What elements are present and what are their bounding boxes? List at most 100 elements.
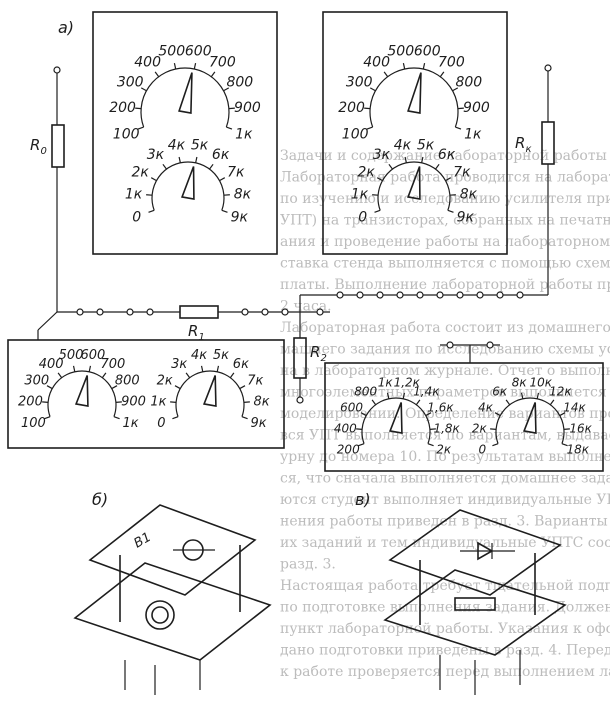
dial-label: 500 bbox=[387, 44, 414, 60]
dial-label: 0 bbox=[132, 210, 141, 226]
terminal bbox=[446, 341, 454, 349]
dial-tick bbox=[536, 392, 540, 399]
dial-label: 0 bbox=[478, 443, 486, 457]
dial-label: 5к bbox=[191, 138, 209, 154]
label-fig-v: в) bbox=[355, 490, 371, 509]
dial-pointer bbox=[74, 375, 89, 407]
dial-tick bbox=[402, 392, 406, 399]
dial-label: 900 bbox=[234, 100, 261, 116]
dial-tick bbox=[200, 365, 204, 372]
background-text-line: по изучению и исследованию усилителя при… bbox=[280, 191, 610, 207]
label-r1: R1 bbox=[188, 322, 205, 343]
dial-label: 6к bbox=[438, 147, 456, 163]
dial-tick bbox=[561, 443, 568, 447]
dial-label: 5к bbox=[417, 138, 435, 154]
dial-pointer bbox=[407, 166, 421, 200]
dial-label: 200 bbox=[337, 443, 360, 457]
terminal bbox=[76, 308, 84, 316]
dial-tick bbox=[178, 156, 181, 163]
dial-tick bbox=[492, 443, 499, 447]
terminal bbox=[496, 291, 504, 299]
dial-label: 4к bbox=[168, 138, 186, 154]
dial-tick bbox=[72, 365, 76, 372]
terminal bbox=[476, 291, 484, 299]
dial-label: 800 bbox=[354, 384, 377, 398]
background-text-line: по подготовке выполнения задания. Должен… bbox=[280, 600, 610, 616]
dial-tick bbox=[148, 209, 155, 213]
dial-tick bbox=[172, 416, 179, 420]
dial-arc bbox=[47, 370, 117, 417]
dial-tick bbox=[229, 372, 235, 379]
label-fig-b: б) bbox=[92, 490, 108, 509]
terminal bbox=[336, 291, 344, 299]
terminal bbox=[261, 308, 269, 316]
dial-tick bbox=[358, 443, 365, 447]
background-text-line: ются студент выполняет индивидуальные УП… bbox=[280, 492, 610, 508]
dial-label: 8к bbox=[253, 395, 269, 410]
background-text-line: многоэлементных параметров выполняется п… bbox=[280, 385, 610, 401]
dial-tick bbox=[455, 126, 462, 130]
dial-tick bbox=[174, 385, 181, 390]
dial-label: 600 bbox=[340, 401, 363, 415]
dial-label: 300 bbox=[346, 75, 373, 91]
dial-tick bbox=[421, 156, 424, 163]
dial-label: 700 bbox=[438, 55, 465, 71]
dial-tick bbox=[101, 372, 107, 379]
background-text-line: разд. 3. bbox=[280, 557, 336, 573]
background-text-line: к работе проверяется перед выполнением л… bbox=[280, 664, 610, 680]
dial-tick bbox=[209, 163, 214, 170]
dial-label: 0 bbox=[157, 416, 165, 431]
board-diode bbox=[383, 509, 567, 695]
dial-label: 7к bbox=[247, 374, 263, 389]
dial-label: 500 bbox=[158, 44, 185, 60]
dial-label: 3к bbox=[373, 147, 391, 163]
dial-label: 9к bbox=[457, 210, 475, 226]
dial-label: 0 bbox=[358, 210, 367, 226]
dial-box-top-right bbox=[322, 11, 508, 255]
terminal bbox=[241, 308, 249, 316]
dial-tick bbox=[173, 63, 177, 70]
dial-tick bbox=[111, 385, 118, 390]
dial-label: 200 bbox=[18, 395, 43, 410]
board-transistor: В1 bbox=[73, 504, 272, 695]
terminal bbox=[356, 291, 364, 299]
dial-tick bbox=[427, 443, 434, 447]
dial-tick bbox=[376, 177, 383, 182]
dial-tick bbox=[46, 385, 53, 390]
dial-tick bbox=[223, 87, 230, 92]
dial-label: 6к bbox=[212, 147, 230, 163]
dial-label: 3к bbox=[171, 357, 187, 372]
dial-tick bbox=[383, 71, 389, 78]
dial-label: 4к bbox=[394, 138, 412, 154]
dial-label: 1к bbox=[351, 187, 369, 203]
dial-tick bbox=[185, 372, 191, 379]
terminal bbox=[436, 291, 444, 299]
dial-label: 1к bbox=[123, 416, 139, 431]
dial-arc bbox=[377, 161, 451, 211]
dial-tick bbox=[219, 177, 226, 182]
dial-label: 1к bbox=[464, 126, 482, 142]
dial-tick bbox=[369, 87, 376, 92]
background-text-line: Настоящая работа требует тщательной подг… bbox=[280, 578, 610, 594]
dial-label: 1к bbox=[125, 187, 143, 203]
dial-label: 3к bbox=[147, 147, 165, 163]
dial-label: 100 bbox=[113, 126, 140, 142]
dial-tick bbox=[221, 209, 228, 213]
dial-label: 600 bbox=[414, 44, 441, 60]
dial-label: 2к bbox=[472, 421, 488, 435]
terminal bbox=[376, 291, 384, 299]
background-text-line: урну до номера 10. По результатам выполн… bbox=[280, 449, 610, 465]
dial-arc bbox=[361, 397, 431, 444]
background-text-line: машнего задания по исследованию схемы ус… bbox=[280, 342, 610, 358]
wiring bbox=[37, 64, 555, 404]
dial-tick bbox=[415, 399, 421, 406]
dial-label: 500 bbox=[59, 348, 84, 363]
background-text-line: платы. Выполнение лабораторной работы пр… bbox=[280, 277, 610, 293]
dial-label: 10к bbox=[529, 376, 552, 390]
terminal bbox=[296, 396, 304, 404]
dial-label: 900 bbox=[463, 100, 490, 116]
dial-label: 200 bbox=[338, 100, 365, 116]
